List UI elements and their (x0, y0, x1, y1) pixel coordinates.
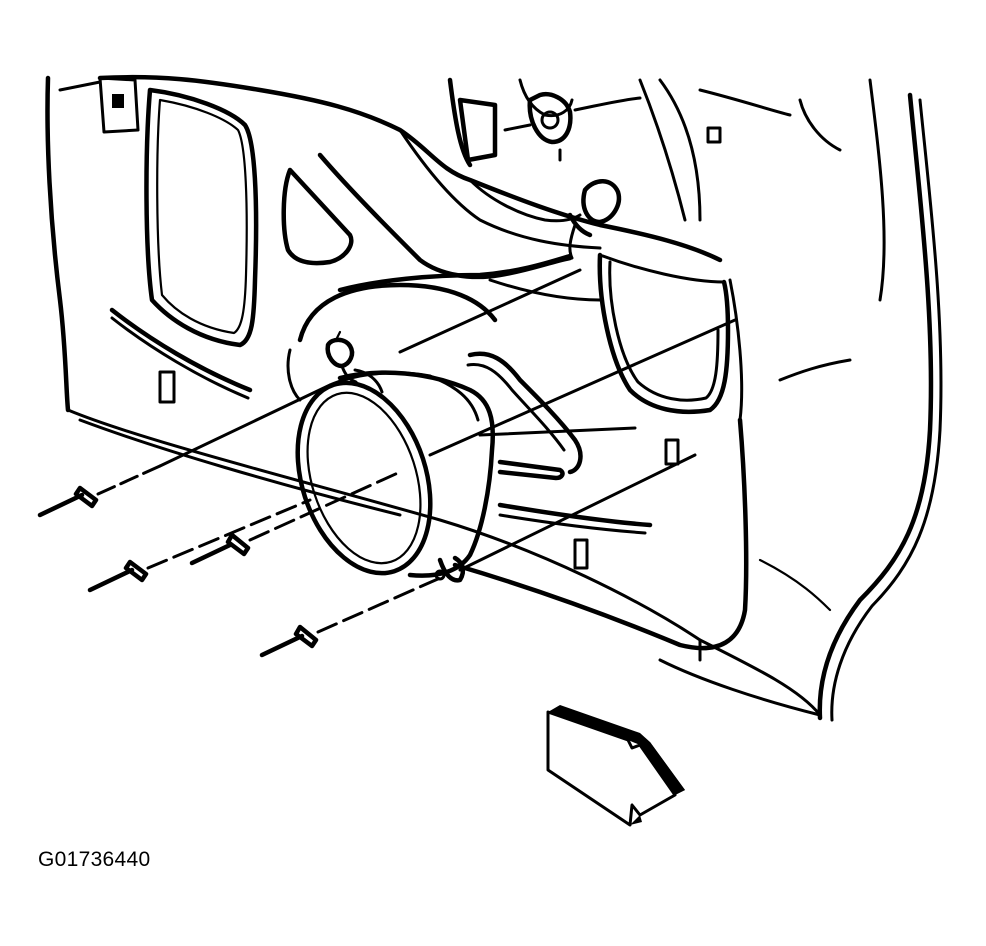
figure-code: G01736440 (38, 848, 151, 871)
screw-3 (189, 426, 637, 566)
front-direction-arrow-icon (546, 705, 685, 827)
screw-4 (259, 453, 697, 658)
speaker (295, 330, 495, 583)
door-inner-panel (45, 74, 822, 717)
fasteners (37, 268, 737, 658)
screw-2 (87, 318, 737, 593)
door-frame (658, 78, 943, 722)
window-regulator (447, 77, 792, 260)
screw-1 (37, 383, 332, 518)
